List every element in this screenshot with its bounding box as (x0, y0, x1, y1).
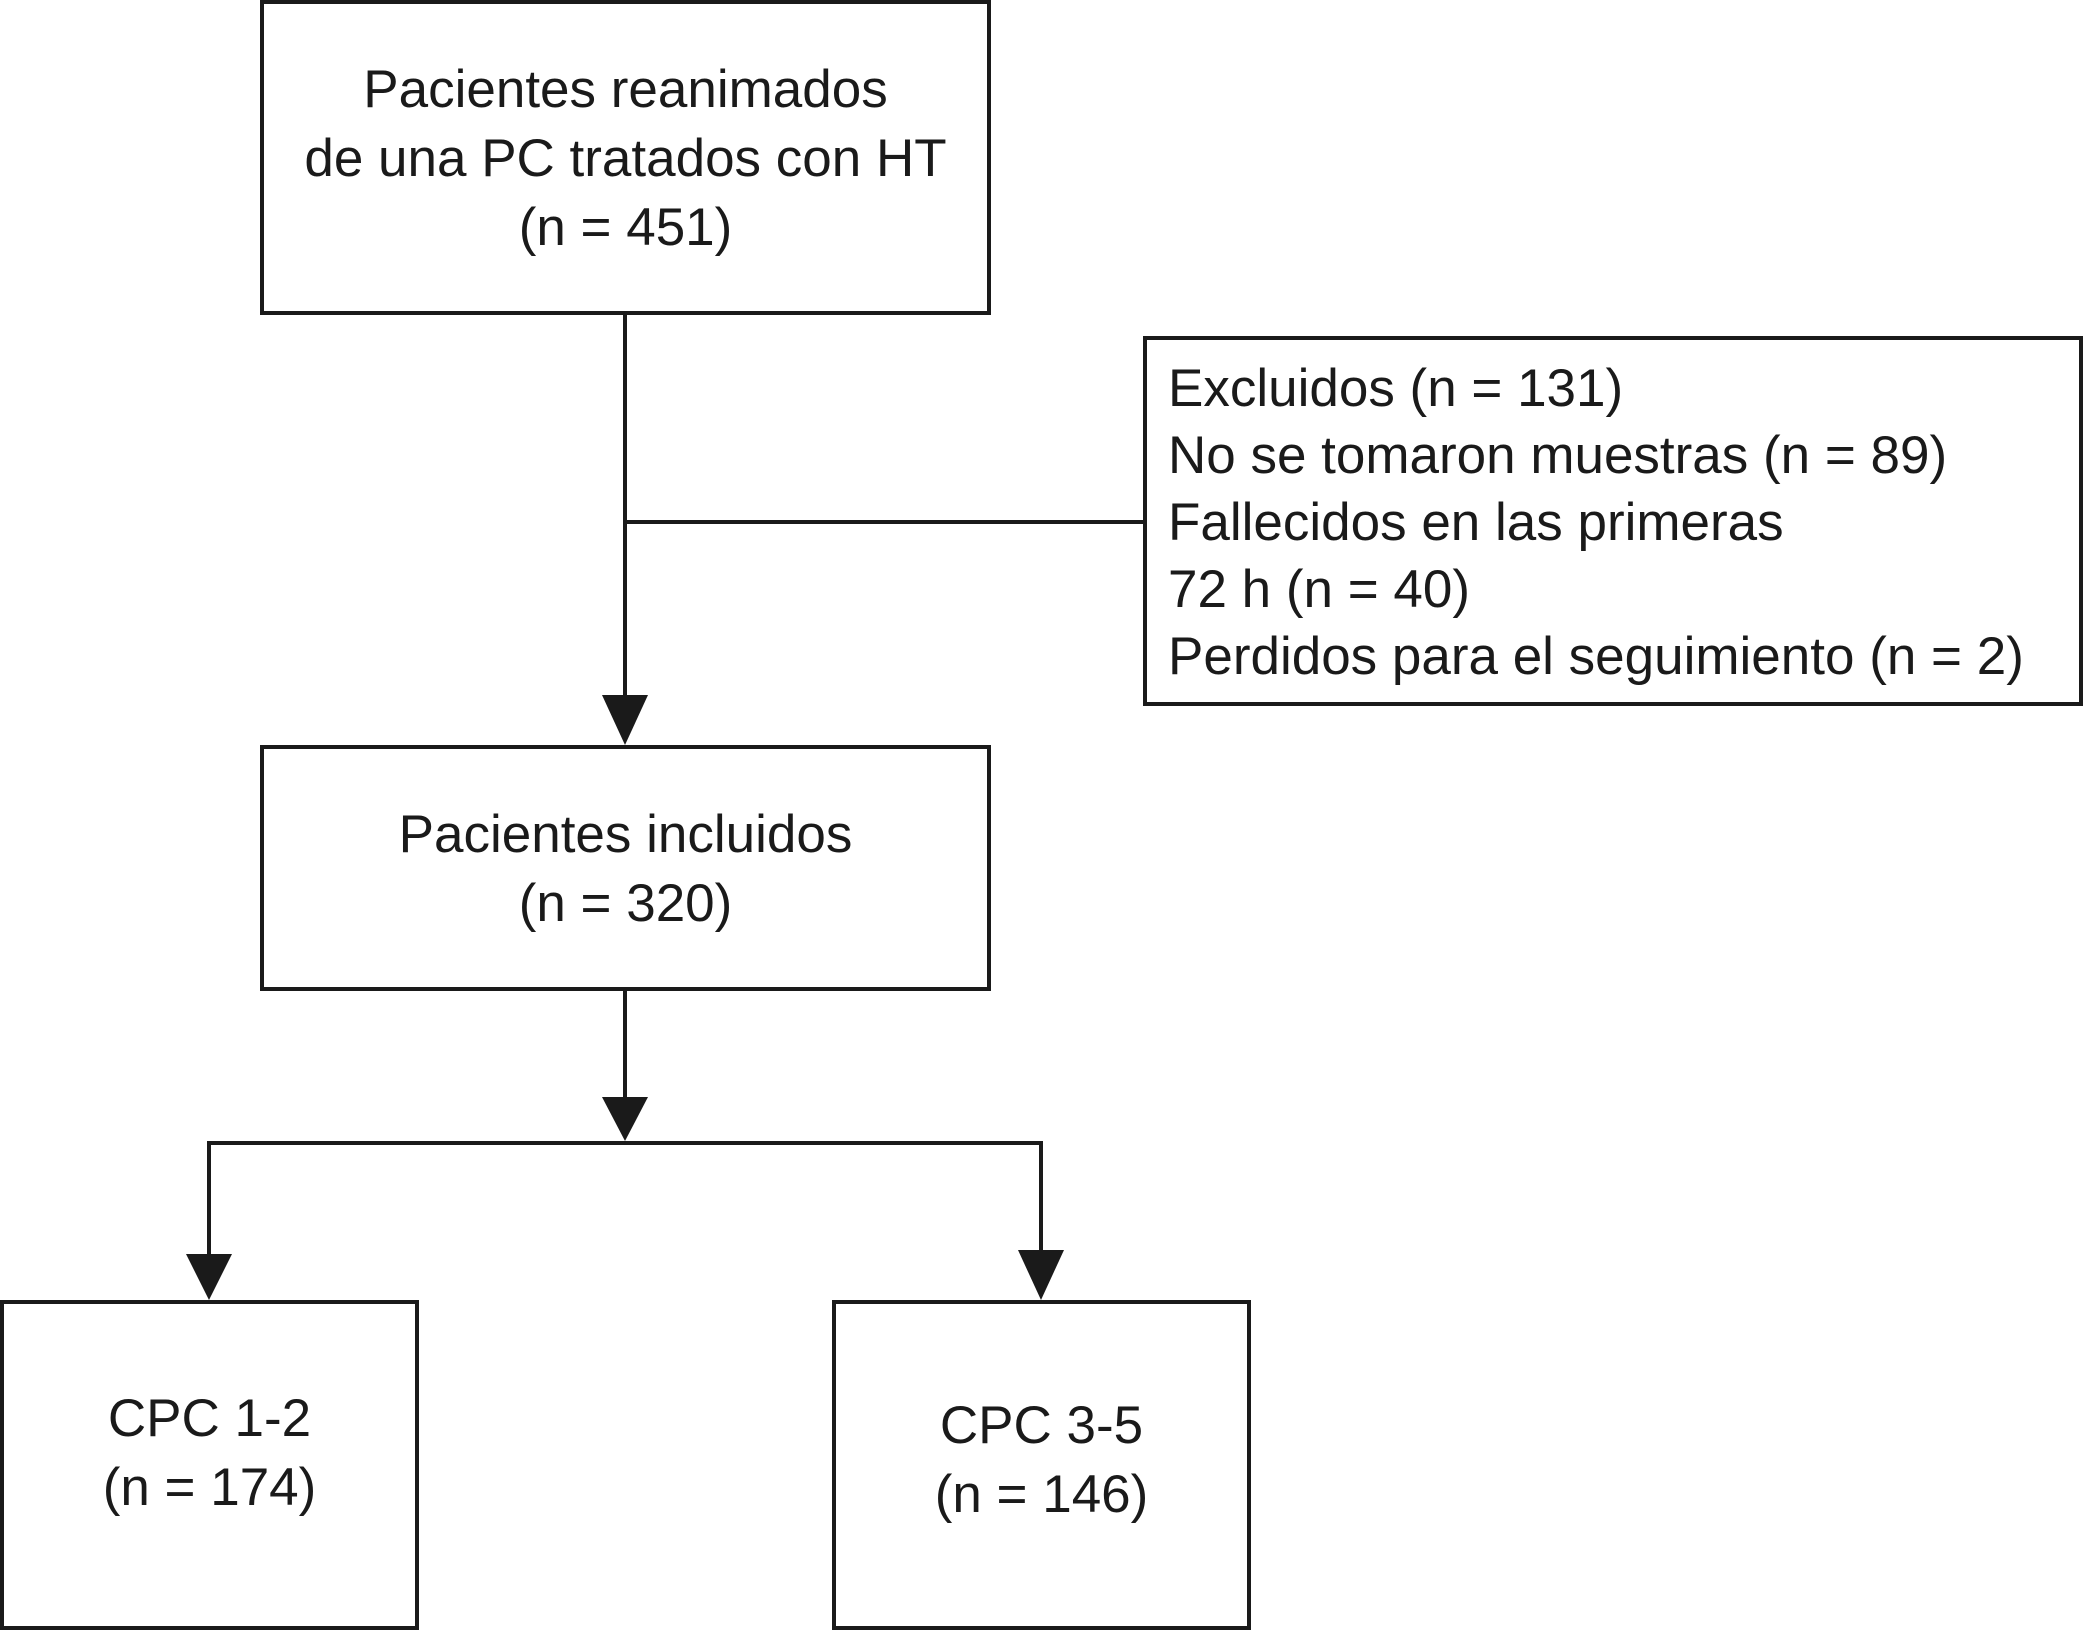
excluded-deceased-line-1: Fallecidos en las primeras (1168, 493, 1784, 552)
excluded-total: Excluidos (n = 131) (1168, 359, 1624, 418)
start-line-2: de una PC tratados con HT (304, 129, 947, 188)
cpc-3-5-count: (n = 146) (934, 1465, 1149, 1524)
arrowhead-to-cpc12 (186, 1254, 232, 1300)
cpc-3-5-box: CPC 3-5 (n = 146) (832, 1300, 1251, 1630)
cpc-3-5-label: CPC 3-5 (939, 1396, 1144, 1455)
start-population-box: Pacientes reanimados de una PC tratados … (260, 0, 991, 315)
cpc-1-2-box: CPC 1-2 (n = 174) (0, 1300, 419, 1630)
start-count: (n = 451) (518, 198, 733, 257)
included-box: Pacientes incluidos (n = 320) (260, 745, 991, 991)
included-label: Pacientes incluidos (398, 805, 853, 864)
arrowhead-to-split (602, 1097, 648, 1141)
arrowhead-to-included (602, 695, 648, 745)
excluded-deceased-line-2: 72 h (n = 40) (1168, 560, 1471, 619)
cpc-1-2-label: CPC 1-2 (107, 1388, 312, 1448)
cpc-1-2-count: (n = 174) (102, 1457, 317, 1517)
excluded-lost-followup: Perdidos para el seguimiento (n = 2) (1168, 627, 2024, 686)
excluded-no-samples: No se tomaron muestras (n = 89) (1168, 426, 1948, 485)
start-line-1: Pacientes reanimados (363, 60, 888, 119)
included-count: (n = 320) (518, 874, 733, 933)
excluded-box: Excluidos (n = 131) No se tomaron muestr… (1143, 336, 2083, 706)
arrowhead-to-cpc35 (1018, 1250, 1064, 1300)
